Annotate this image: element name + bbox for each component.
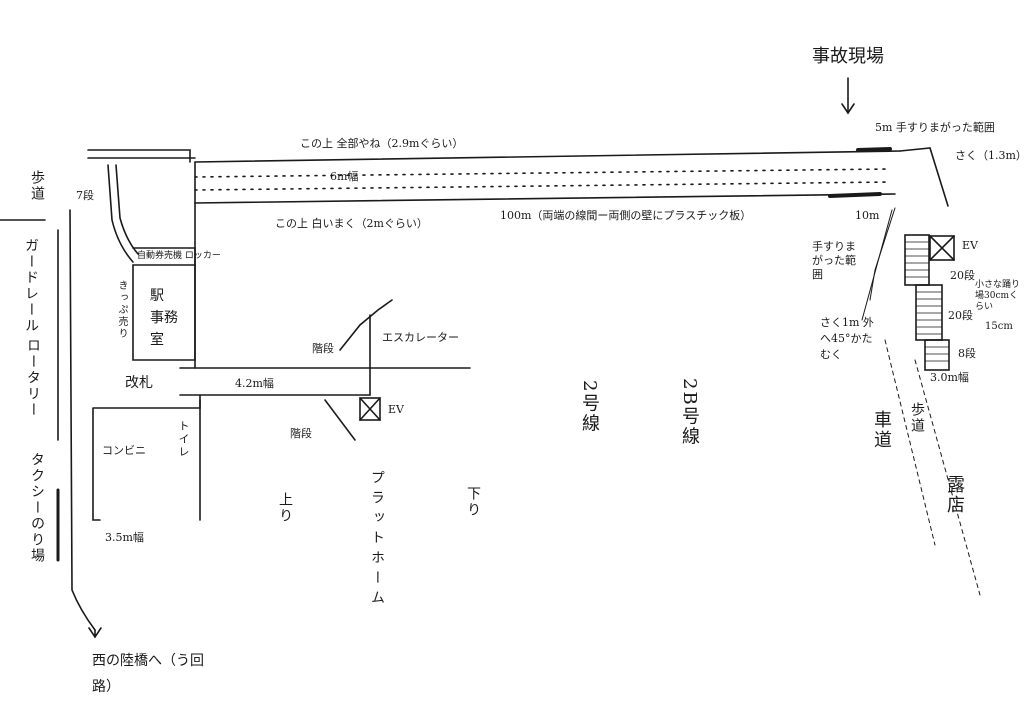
stair-hatching bbox=[904, 241, 950, 362]
stairs-upper bbox=[339, 299, 393, 351]
small-landing-label: 小さな踊り場30cmくらい bbox=[975, 280, 1021, 312]
gate-area bbox=[179, 367, 471, 396]
roadway-label: 車道 bbox=[871, 410, 892, 450]
fence-1m-label: さく1m 外へ45°かたむく bbox=[820, 316, 874, 361]
width-42m-label: 4.2m幅 bbox=[235, 377, 274, 390]
stairs-b-label: 階段 bbox=[290, 427, 312, 440]
ev-box-right bbox=[929, 235, 955, 261]
accident-arrow-head bbox=[841, 103, 855, 115]
left-bridge-stub bbox=[87, 149, 191, 163]
walkway-right-label: 歩道 bbox=[909, 402, 925, 434]
taxi-stand-label: タクシーのり場 bbox=[29, 452, 45, 564]
leader-line-1 bbox=[869, 207, 896, 301]
steps-20b-label: 20段 bbox=[948, 309, 973, 322]
depth-15cm-label: 15cm bbox=[985, 321, 1013, 332]
fence-label: さく（1.3m） bbox=[955, 149, 1024, 162]
ev-box-center-x bbox=[359, 397, 381, 421]
ticket-machine-vertical: きっぷ売り bbox=[116, 280, 127, 340]
rotary-label: ロータリー bbox=[25, 338, 41, 418]
stalls-label: 露店 bbox=[944, 475, 965, 515]
steps-7-label: 7段 bbox=[76, 189, 94, 202]
platform-label: プラットホーム bbox=[369, 470, 385, 610]
walkway-left-label: 歩道 bbox=[29, 170, 45, 202]
west-arrow bbox=[88, 627, 102, 639]
escalator-label: エスカレーター bbox=[382, 331, 459, 344]
width-6m-label: 6m幅 bbox=[330, 170, 359, 183]
curved-stair bbox=[107, 164, 139, 263]
accident-site-label: 事故現場 bbox=[812, 46, 884, 67]
stairs-lower bbox=[324, 399, 356, 441]
bridge-right-end bbox=[899, 147, 949, 207]
to-west-bridge-label: 西の陸橋へ（う回路） bbox=[92, 653, 204, 695]
convenience-label: コンビニ bbox=[102, 444, 146, 457]
width-30m-label: 3.0m幅 bbox=[930, 371, 969, 384]
right-stairs-mid bbox=[915, 284, 943, 341]
ev-center-label: EV bbox=[388, 403, 404, 416]
ticket-locker-box bbox=[132, 247, 196, 266]
ev-box-center bbox=[359, 397, 381, 421]
len-10m-label: 10m bbox=[855, 209, 880, 222]
stairs-a-label: 階段 bbox=[312, 342, 334, 355]
toilet-label: トイレ bbox=[177, 420, 190, 459]
roadway-edge bbox=[884, 339, 936, 546]
ev-right-label: EV bbox=[962, 239, 978, 252]
width-35m-label: 3.5m幅 bbox=[105, 531, 144, 544]
roof-label: この上 全部やね（2.9mぐらい） bbox=[300, 137, 464, 150]
road-left-line bbox=[57, 209, 96, 631]
station-office-box bbox=[132, 264, 196, 361]
right-stairs-top bbox=[904, 234, 930, 286]
right-stairs-bottom bbox=[924, 339, 950, 371]
length-100m-label: 100m（両端の線間ー両側の壁にプラスチック板） bbox=[500, 209, 752, 222]
station-office-label: 駅 事務室 bbox=[150, 288, 178, 348]
steps-8-label: 8段 bbox=[958, 347, 976, 360]
line-2b-label: 2B号線 bbox=[679, 378, 700, 447]
down-label: 下り bbox=[465, 486, 481, 518]
white-curtain-label: この上 白いまく（2mぐらい） bbox=[275, 217, 428, 230]
handrail-range-label: 手すりまがった範囲 bbox=[812, 240, 856, 281]
steps-20a-label: 20段 bbox=[950, 269, 975, 282]
walkway-edge bbox=[914, 359, 981, 596]
bridge-dotted-center-2 bbox=[194, 181, 891, 191]
handrail-bent-thick bbox=[856, 147, 892, 152]
guardrail-label: ガードレール bbox=[23, 238, 39, 334]
leader-line-2 bbox=[861, 209, 893, 321]
ticket-locker-label: 自動券売機 ロッカー bbox=[137, 251, 221, 261]
ev-box-right-x bbox=[929, 235, 955, 261]
up-label: 上り bbox=[277, 492, 293, 524]
bridge-top-line bbox=[194, 150, 901, 163]
bridge-bottom-line bbox=[194, 193, 896, 204]
ticket-gate-label: 改札 bbox=[125, 375, 153, 391]
handrail-bent-5m-label: 5m 手すりまがった範囲 bbox=[875, 121, 995, 134]
line-2-label: 2号線 bbox=[579, 380, 600, 434]
handrail-bent-thick-2 bbox=[828, 192, 882, 198]
bridge-dotted-center-1 bbox=[194, 168, 891, 178]
